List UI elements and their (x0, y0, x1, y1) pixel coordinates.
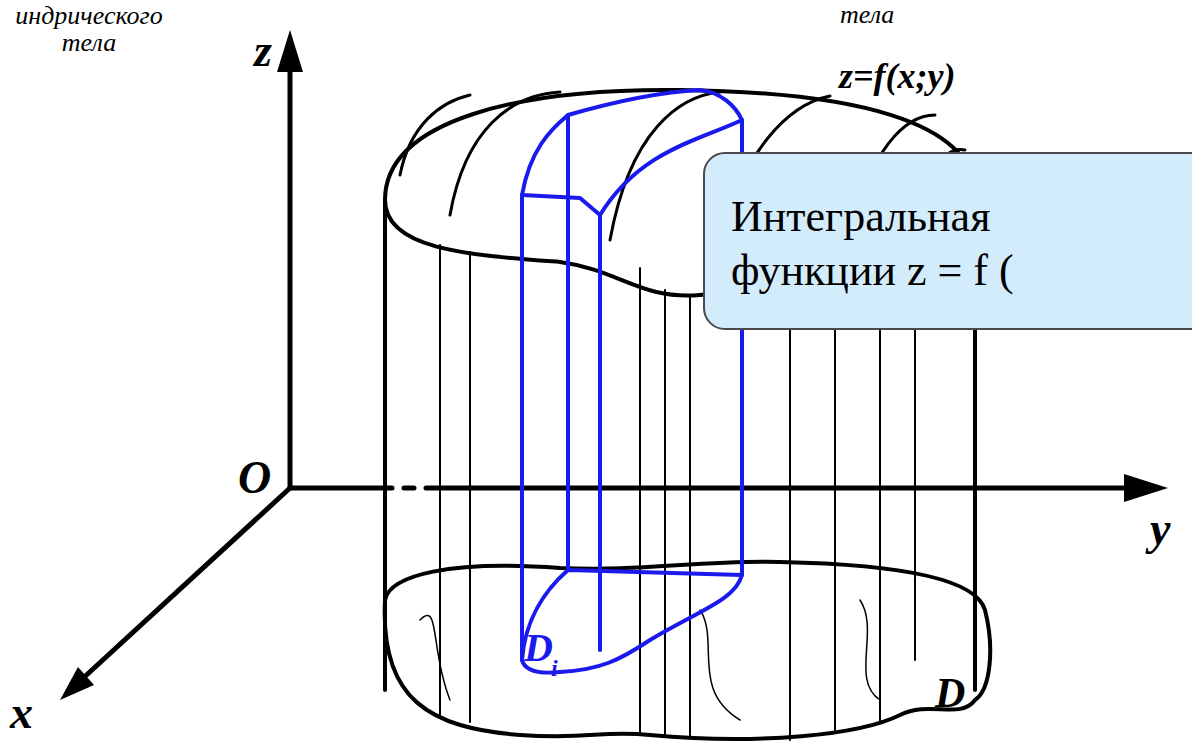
axis-label: z (254, 28, 272, 74)
origin-label: O (238, 455, 271, 501)
axis-label: y (1150, 506, 1170, 552)
subregion-label: D (524, 628, 553, 668)
y-arrowhead (1124, 474, 1168, 502)
x-axis (80, 488, 290, 681)
z-arrowhead (277, 30, 303, 72)
base-region (385, 562, 991, 739)
base-contours (420, 600, 880, 720)
callout-text: Интегральная функции z = f ( (731, 190, 1151, 297)
region-label: D (935, 672, 965, 714)
caption-fragment: тела (840, 2, 894, 28)
axis-label: x (10, 690, 33, 736)
caption-fragment: индрического тела (4, 2, 174, 57)
x-arrowhead (60, 667, 94, 700)
callout-box: Интегральная функции z = f ( (703, 152, 1192, 330)
subscript-index: i (551, 656, 558, 680)
y-axis (290, 486, 1128, 491)
surface-equation: z=f(x;y) (836, 58, 958, 94)
z-axis (288, 62, 293, 488)
